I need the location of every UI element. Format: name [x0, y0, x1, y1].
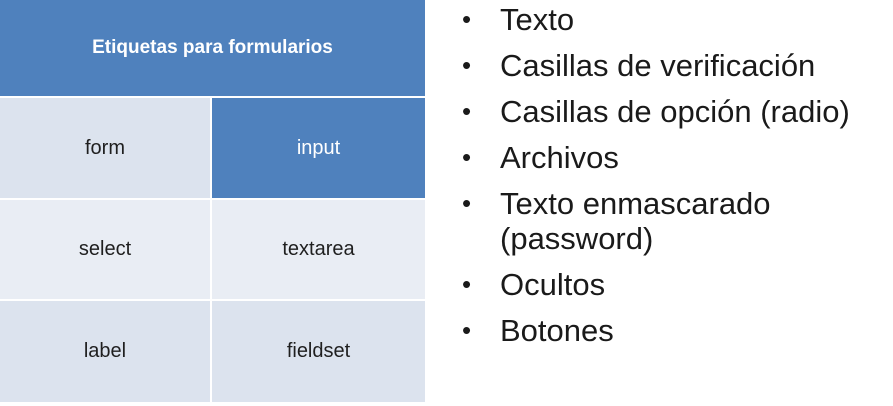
list-item-label: Casillas de opción (radio)	[500, 94, 850, 129]
bullet-icon: •	[462, 188, 472, 218]
list-item: • Texto	[460, 2, 893, 37]
list-item: • Casillas de verificación	[460, 48, 893, 83]
bullet-icon: •	[462, 4, 472, 34]
list-item: • Texto enmascarado (password)	[460, 186, 860, 256]
table-cell: fieldset	[212, 301, 425, 404]
table-cell: label	[0, 301, 212, 404]
list-item-label: Texto	[500, 2, 575, 37]
list-item-label: Ocultos	[500, 267, 606, 302]
table-header: Etiquetas para formularios	[0, 0, 425, 98]
bullet-icon: •	[462, 269, 472, 299]
list-item-label: Archivos	[500, 140, 619, 175]
table-cell: form	[0, 98, 212, 200]
bullet-icon: •	[462, 315, 472, 345]
list-item-label: Botones	[500, 313, 614, 348]
list-item: • Botones	[460, 313, 893, 348]
table-cell-highlighted: input	[212, 98, 425, 200]
bullet-icon: •	[462, 142, 472, 172]
list-item: • Archivos	[460, 140, 893, 175]
form-tags-table: Etiquetas para formularios form input se…	[0, 0, 425, 404]
list-item-label: Texto enmascarado (password)	[500, 186, 771, 256]
list-item: • Casillas de opción (radio)	[460, 94, 893, 129]
bullet-icon: •	[462, 50, 472, 80]
list-item-label: Casillas de verificación	[500, 48, 816, 83]
bullet-icon: •	[462, 96, 472, 126]
table-cell: textarea	[212, 200, 425, 301]
table-cell: select	[0, 200, 212, 301]
list-item: • Ocultos	[460, 267, 893, 302]
input-types-list: • Texto • Casillas de verificación • Cas…	[460, 0, 893, 359]
